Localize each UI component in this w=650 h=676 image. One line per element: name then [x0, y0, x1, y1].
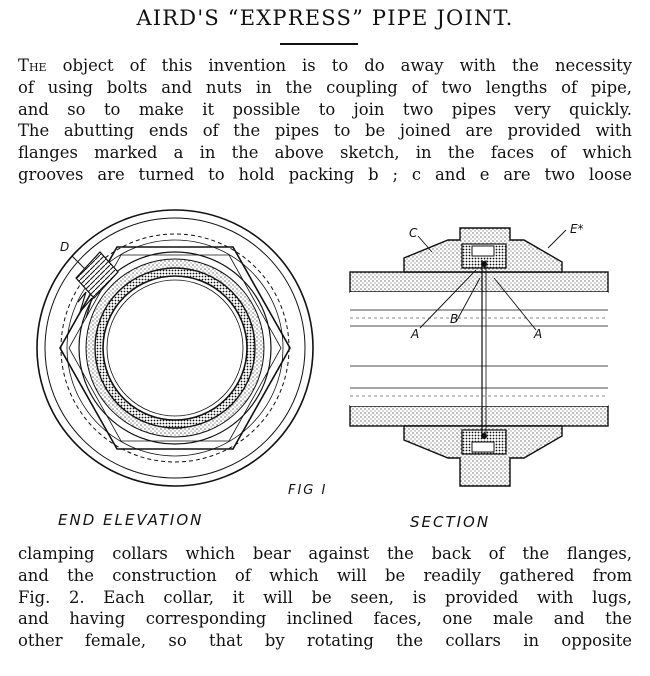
- pipe-joint-drawing: [36, 209, 609, 487]
- intro-line-1-text: object of this invention is to do away w…: [62, 56, 632, 75]
- continued-line-4: and having corresponding inclined faces,…: [18, 609, 632, 629]
- intro-line-3: and so to make it possible to join two p…: [18, 99, 632, 119]
- section-caption: SECTION: [410, 513, 491, 531]
- title-divider: [280, 43, 358, 45]
- intro-line-5: flanges marked a in the above sketch, in…: [18, 143, 632, 163]
- section-view: [349, 227, 609, 487]
- continued-line-5: other female, so that by rotating the co…: [18, 631, 632, 651]
- continued-line-3: Fig. 2. Each collar, it will be seen, is…: [18, 587, 632, 607]
- intro-line-1: The object of this invention is to do aw…: [18, 55, 632, 77]
- article-title: AIRD'S “EXPRESS” PIPE JOINT.: [136, 6, 514, 30]
- continued-line-1: clamping collars which bear against the …: [18, 544, 632, 563]
- pipe-joint-figure: D C E* A B A FIG I END ELEVATION SECTION: [0, 200, 650, 540]
- label-a-left: A: [411, 327, 420, 341]
- opening-word: The: [18, 56, 47, 75]
- intro-line-4: The abutting ends of the pipes to be joi…: [18, 121, 632, 141]
- label-d: D: [60, 240, 70, 254]
- intro-line-2: of using bolts and nuts in the coupling …: [18, 77, 632, 97]
- intro-line-6: grooves are turned to hold packing b ; c…: [18, 164, 632, 184]
- intro-paragraph: The object of this invention is to do aw…: [18, 55, 632, 186]
- label-c: C: [409, 226, 418, 240]
- figure-number: FIG I: [288, 483, 328, 498]
- continued-paragraph: clamping collars which bear against the …: [18, 543, 632, 652]
- label-b: B: [450, 312, 459, 326]
- label-e: E*: [570, 222, 584, 236]
- end-elevation-caption: END ELEVATION: [58, 511, 204, 529]
- end-elevation-view: [36, 209, 314, 487]
- label-a-right: A: [534, 327, 543, 341]
- continued-line-2: and the construction of which will be re…: [18, 565, 632, 585]
